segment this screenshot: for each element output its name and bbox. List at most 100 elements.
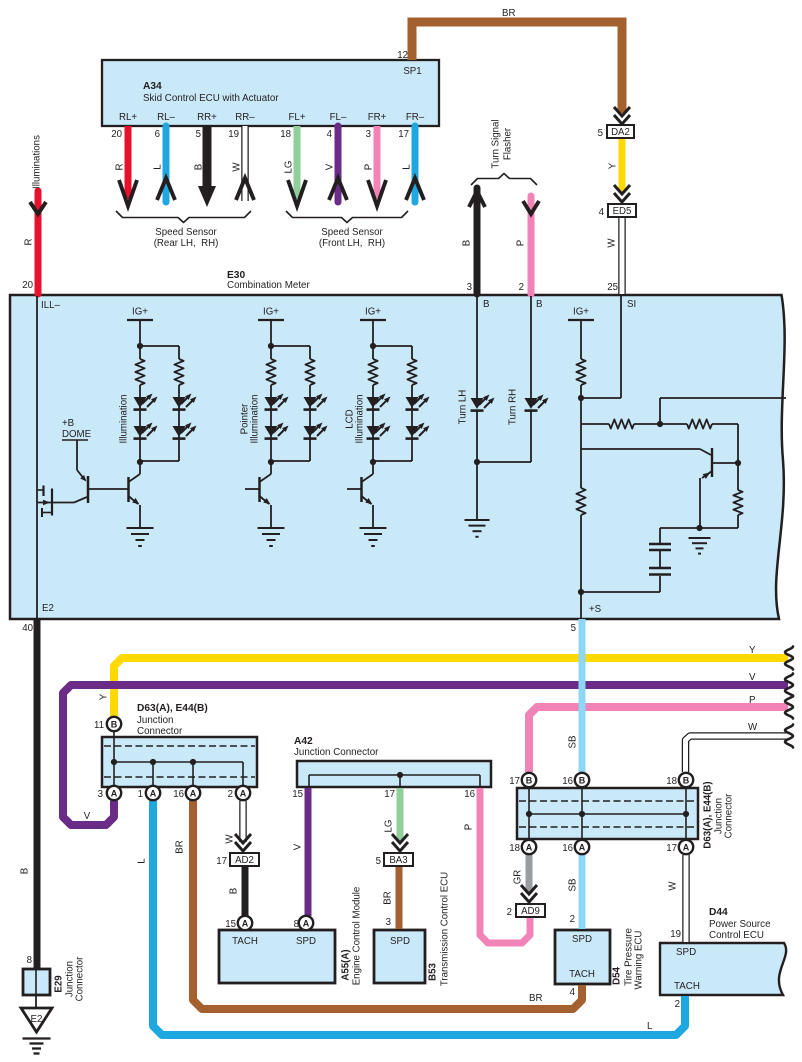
- svg-text:B: B: [579, 775, 586, 785]
- svg-text:BA3: BA3: [389, 855, 407, 866]
- svg-text:D44: D44: [709, 907, 728, 918]
- svg-text:DOME: DOME: [62, 429, 92, 440]
- svg-text:LG: LG: [284, 161, 295, 174]
- svg-text:E29: E29: [54, 975, 65, 993]
- svg-text:17: 17: [384, 789, 395, 800]
- svg-text:A: A: [150, 788, 157, 798]
- svg-text:Pointer: Pointer: [240, 403, 251, 434]
- svg-text:19: 19: [670, 929, 681, 940]
- svg-text:Turn LH: Turn LH: [458, 390, 469, 425]
- svg-text:11: 11: [94, 720, 104, 731]
- svg-text:Y: Y: [749, 645, 756, 656]
- svg-text:A: A: [579, 842, 586, 852]
- svg-text:ED5: ED5: [613, 206, 632, 217]
- svg-text:Connector: Connector: [137, 726, 183, 737]
- svg-text:Illumination: Illumination: [355, 394, 366, 443]
- svg-text:GR: GR: [513, 870, 524, 885]
- svg-text:18: 18: [280, 129, 291, 140]
- svg-text:ILL–: ILL–: [41, 300, 60, 311]
- svg-text:P: P: [464, 824, 475, 830]
- svg-text:LG: LG: [384, 820, 395, 833]
- svg-text:E2: E2: [31, 1014, 43, 1025]
- svg-text:BR: BR: [175, 840, 186, 853]
- svg-text:1: 1: [138, 789, 143, 800]
- svg-text:IG+: IG+: [132, 307, 148, 318]
- svg-text:IG+: IG+: [573, 307, 589, 318]
- svg-text:SPD: SPD: [572, 934, 592, 945]
- svg-text:15: 15: [292, 789, 303, 800]
- svg-text:BR: BR: [529, 993, 542, 1004]
- svg-text:4: 4: [570, 987, 576, 998]
- svg-text:SP1: SP1: [403, 66, 421, 77]
- svg-text:P: P: [516, 240, 527, 246]
- svg-text:6: 6: [155, 129, 160, 140]
- svg-text:20: 20: [22, 280, 33, 291]
- svg-text:12: 12: [397, 50, 408, 61]
- svg-text:P: P: [364, 164, 375, 170]
- svg-text:Skid Control ECU with Actuator: Skid Control ECU with Actuator: [143, 93, 279, 104]
- svg-text:16: 16: [173, 789, 184, 800]
- svg-text:2: 2: [228, 789, 233, 800]
- svg-text:FR+: FR+: [368, 112, 387, 123]
- svg-text:18: 18: [666, 776, 677, 787]
- svg-text:Illumination: Illumination: [250, 394, 261, 443]
- svg-text:20: 20: [111, 129, 122, 140]
- svg-text:A: A: [303, 918, 310, 928]
- svg-text:25: 25: [607, 282, 618, 293]
- svg-text:RL+: RL+: [119, 112, 137, 123]
- svg-text:17: 17: [216, 856, 227, 867]
- svg-text:P: P: [749, 695, 755, 706]
- svg-text:TACH: TACH: [674, 981, 700, 992]
- svg-text:TACH: TACH: [569, 969, 595, 980]
- svg-text:3: 3: [386, 917, 391, 928]
- svg-text:Transmission Control ECU: Transmission Control ECU: [440, 872, 451, 986]
- svg-text:2: 2: [519, 282, 524, 293]
- svg-text:18: 18: [509, 843, 520, 854]
- svg-text:B: B: [483, 299, 489, 310]
- svg-text:Junction Connector: Junction Connector: [294, 747, 379, 758]
- svg-text:L: L: [647, 1021, 653, 1032]
- svg-text:17: 17: [666, 843, 677, 854]
- svg-text:R: R: [115, 164, 126, 171]
- svg-text:IG+: IG+: [263, 307, 279, 318]
- svg-text:4: 4: [599, 207, 605, 218]
- svg-text:D63(A), E44(B): D63(A), E44(B): [137, 703, 208, 714]
- svg-text:L: L: [137, 858, 148, 864]
- svg-text:FR–: FR–: [406, 112, 425, 123]
- svg-text:15: 15: [225, 919, 236, 930]
- svg-text:Illuminations: Illuminations: [32, 135, 43, 189]
- svg-text:B: B: [194, 164, 205, 170]
- svg-text:W: W: [232, 162, 243, 172]
- svg-text:16: 16: [464, 789, 475, 800]
- svg-text:A42: A42: [294, 736, 313, 747]
- svg-text:SI: SI: [627, 299, 636, 310]
- svg-text:B: B: [683, 775, 690, 785]
- svg-text:5: 5: [571, 623, 576, 634]
- svg-text:BR: BR: [502, 8, 515, 19]
- svg-text:17: 17: [509, 776, 520, 787]
- svg-text:Junction: Junction: [65, 961, 76, 997]
- svg-text:B: B: [536, 299, 542, 310]
- svg-text:B: B: [229, 888, 240, 894]
- svg-text:V: V: [749, 672, 756, 683]
- svg-text:Combination Meter: Combination Meter: [227, 280, 311, 291]
- svg-text:RR+: RR+: [197, 112, 217, 123]
- svg-text:A: A: [111, 788, 118, 798]
- svg-text:AD2: AD2: [235, 855, 254, 866]
- svg-text:5: 5: [598, 128, 603, 139]
- svg-text:8: 8: [294, 919, 299, 930]
- svg-text:D63(A), E44(B): D63(A), E44(B): [703, 781, 714, 848]
- svg-text:16: 16: [562, 776, 573, 787]
- svg-text:SPD: SPD: [390, 936, 410, 947]
- svg-text:W: W: [748, 722, 758, 733]
- svg-text:A: A: [240, 788, 247, 798]
- svg-text:Speed Sensor: Speed Sensor: [155, 227, 217, 238]
- svg-text:Y: Y: [608, 162, 619, 169]
- svg-text:V: V: [325, 163, 336, 170]
- svg-text:Flasher: Flasher: [503, 127, 514, 160]
- svg-text:(Front LH, RH): (Front LH, RH): [319, 238, 385, 249]
- svg-text:Tire Pressure: Tire Pressure: [624, 928, 635, 986]
- svg-text:LCD: LCD: [345, 409, 356, 428]
- svg-text:A: A: [190, 788, 197, 798]
- svg-text:V: V: [293, 843, 304, 850]
